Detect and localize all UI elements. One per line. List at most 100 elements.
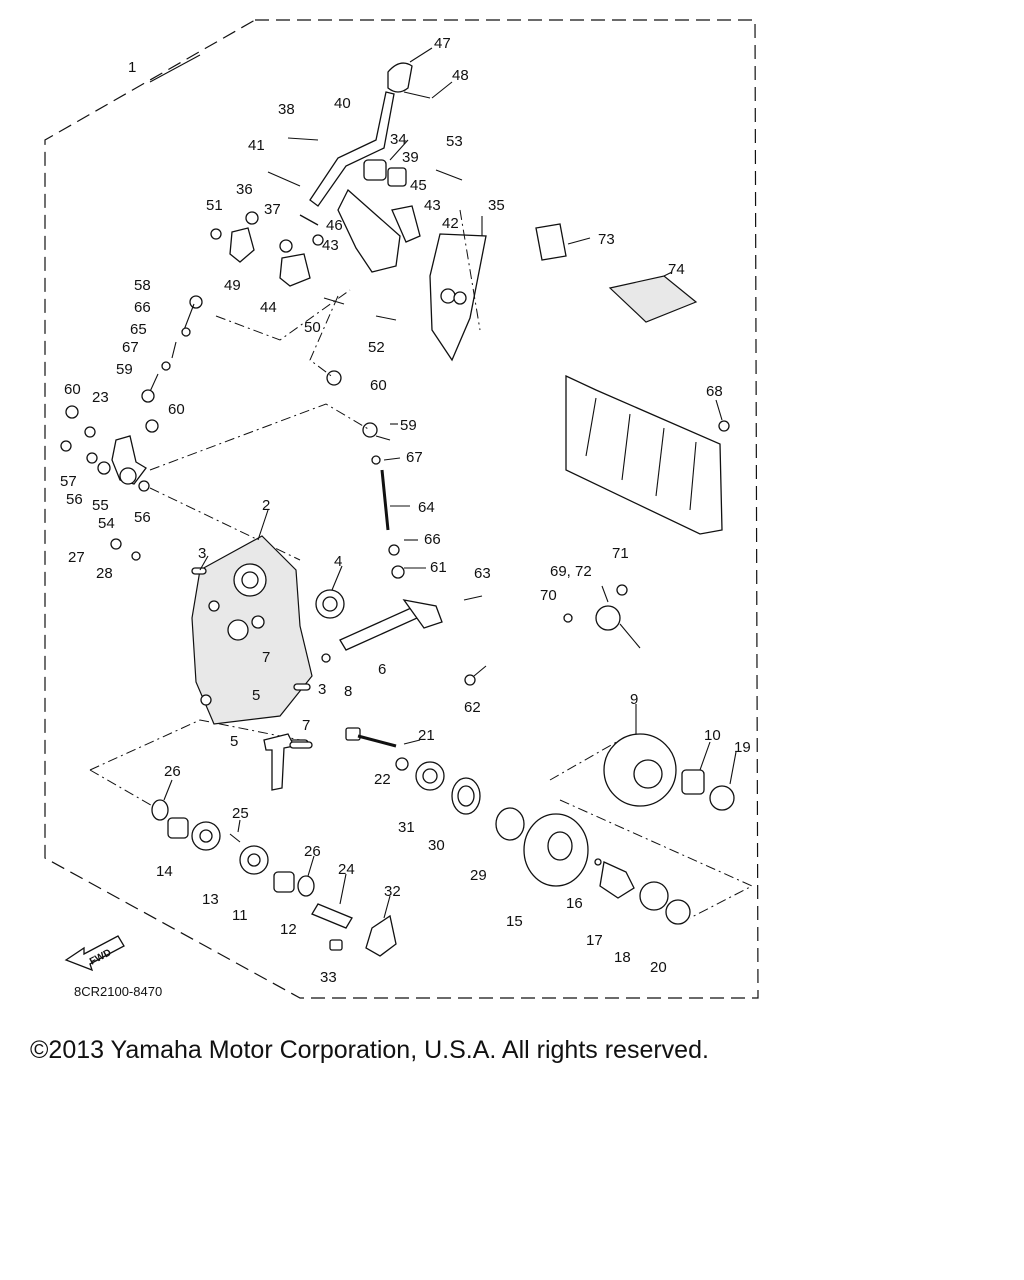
callout-label: 3	[198, 545, 206, 562]
callout-label: 18	[614, 949, 631, 966]
callout-label: 40	[334, 95, 351, 112]
callout-label: 33	[320, 969, 337, 986]
shift-arm	[263, 733, 313, 791]
callout-label: 7	[302, 717, 310, 734]
speed-sensor	[563, 584, 641, 649]
callout-label: 74	[668, 261, 685, 278]
callout-label: 66	[424, 531, 441, 548]
callout-label: 59	[400, 417, 417, 434]
callout-leaders	[163, 47, 737, 919]
callout-label: 12	[280, 921, 297, 938]
callout-label: 62	[464, 699, 481, 716]
callout-label: 56	[134, 509, 151, 526]
callout-label: 48	[452, 67, 469, 84]
callout-label: 60	[64, 381, 81, 398]
callout-label: 50	[304, 319, 321, 336]
callout-label: 68	[706, 383, 723, 400]
callout-label: 43	[424, 197, 441, 214]
callout-label: 6	[378, 661, 386, 678]
callout-label: 26	[304, 843, 321, 860]
callout-label: 27	[68, 549, 85, 566]
lower-gears	[151, 799, 397, 957]
assembly-guide-lines	[89, 209, 754, 919]
leader-1	[149, 54, 201, 83]
callout-label: 5	[252, 687, 260, 704]
callout-label: 56	[66, 491, 83, 508]
callout-label: 61	[430, 559, 447, 576]
callout-label: 71	[612, 545, 629, 562]
callout-label: 32	[384, 883, 401, 900]
drive-train-components	[415, 733, 735, 925]
callout-label: 29	[470, 867, 487, 884]
case-cover	[110, 535, 331, 747]
callout-label: 10	[704, 727, 721, 744]
callout-label: 28	[96, 565, 113, 582]
callout-label: 43	[322, 237, 339, 254]
callout-label: 52	[368, 339, 385, 356]
callout-label: 60	[168, 401, 185, 418]
callout-label: 38	[278, 101, 295, 118]
shift-lever-assembly	[210, 62, 487, 386]
callout-label: 35	[488, 197, 505, 214]
callout-label: 17	[586, 932, 603, 949]
callout-label: 8	[344, 683, 352, 700]
link-rod-assembly-left	[60, 295, 203, 492]
callout-label: 11	[232, 907, 248, 924]
callout-label: 64	[418, 499, 435, 516]
callout-label: 53	[446, 133, 463, 150]
callout-label: 24	[338, 861, 355, 878]
bearing	[315, 589, 345, 619]
callout-label: 69, 72	[550, 563, 592, 580]
callout-label: 14	[156, 863, 173, 880]
callout-label: 23	[92, 389, 109, 406]
exploded-parts-diagram: FWD 123345567789101112131415161718192021…	[44, 19, 759, 999]
copyright-notice: ©2013 Yamaha Motor Corporation, U.S.A. A…	[30, 1036, 709, 1064]
callout-label: 58	[134, 277, 151, 294]
callout-label: 66	[134, 299, 151, 316]
callout-label: 46	[326, 217, 343, 234]
forward-arrow-icon: FWD	[64, 935, 125, 972]
shift-shaft	[339, 595, 487, 686]
callout-label: 5	[230, 733, 238, 750]
callout-label: 57	[60, 473, 77, 490]
callout-label: 70	[540, 587, 557, 604]
reference-code: 8CR2100-8470	[74, 984, 162, 999]
callout-label: 49	[224, 277, 241, 294]
callout-label: 31	[398, 819, 415, 836]
callout-label: 7	[262, 649, 270, 666]
callout-label: 47	[434, 35, 451, 52]
callout-label: 44	[260, 299, 277, 316]
callout-label: 63	[474, 565, 491, 582]
callout-label: 4	[334, 553, 342, 570]
callout-label: 9	[630, 691, 638, 708]
callout-label: 25	[232, 805, 249, 822]
callout-label: 67	[122, 339, 139, 356]
callout-label: 41	[248, 137, 265, 154]
callout-label: 2	[262, 497, 270, 514]
callout-label: 65	[130, 321, 147, 338]
assembly-boundary	[44, 19, 759, 999]
callout-label: 60	[370, 377, 387, 394]
callout-label: 36	[236, 181, 253, 198]
callout-label: 42	[442, 215, 459, 232]
callout-label: 26	[164, 763, 181, 780]
callout-label: 39	[402, 149, 419, 166]
callout-label: 1	[128, 59, 136, 76]
callout-label: 59	[116, 361, 133, 378]
callout-label: 37	[264, 201, 281, 218]
callout-label: 16	[566, 895, 583, 912]
callout-label: 22	[374, 771, 391, 788]
callout-label: 51	[206, 197, 223, 214]
callout-label: 54	[98, 515, 115, 532]
callout-label: 13	[202, 891, 219, 908]
callout-label: 30	[428, 837, 445, 854]
bolt-and-washer	[345, 727, 409, 771]
callout-label: 19	[734, 739, 751, 756]
decals-and-flap	[535, 223, 730, 535]
callout-label: 34	[390, 131, 407, 148]
callout-label: 3	[318, 681, 326, 698]
callout-label: 67	[406, 449, 423, 466]
callout-label: 15	[506, 913, 523, 930]
